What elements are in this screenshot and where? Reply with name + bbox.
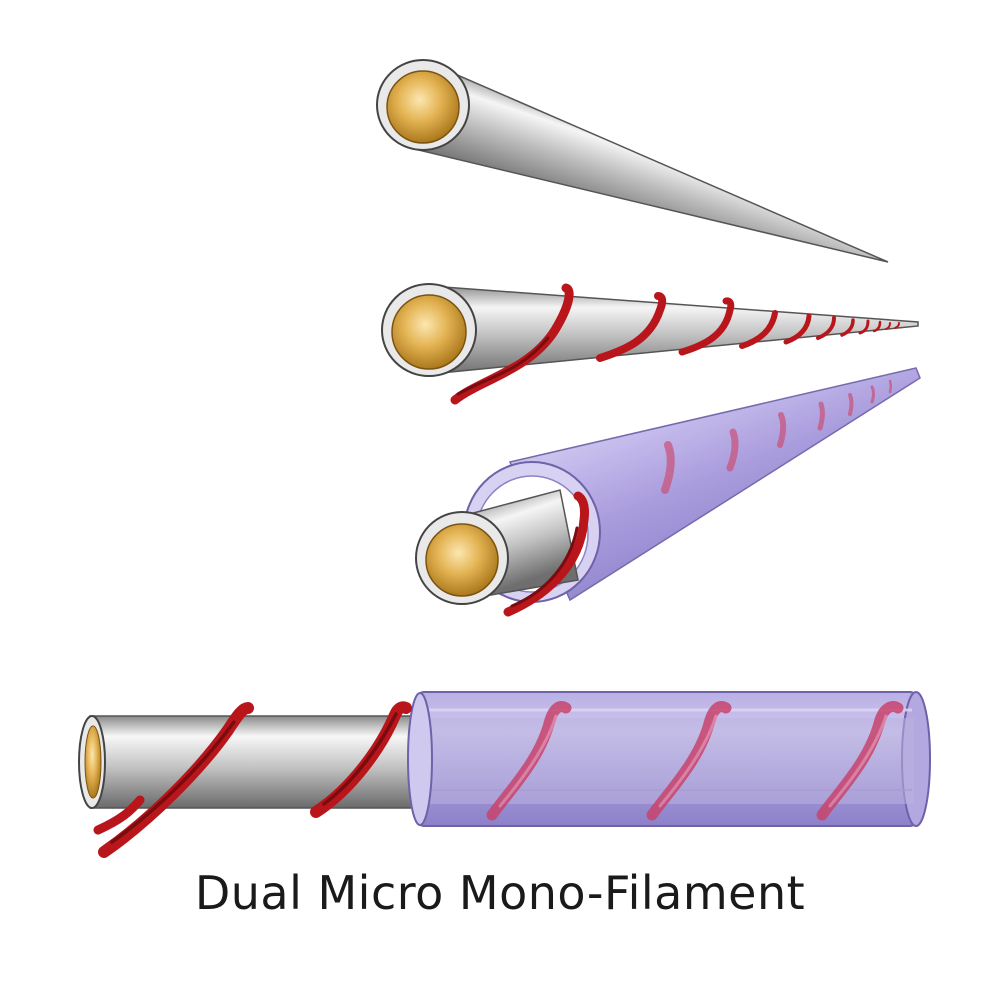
sleeved-filament [415, 367, 921, 617]
sleeve-inner-thread [661, 379, 892, 494]
wrapped-filament-core [391, 294, 467, 370]
cutaway-core-thread [93, 701, 412, 858]
cutaway-sleeve-thread [486, 701, 904, 821]
caption: Dual Micro Mono-Filament [194, 866, 806, 920]
cutaway-sleeve-opening [407, 692, 433, 826]
sleeved-filament-core [425, 523, 499, 597]
bare-filament-core [386, 70, 460, 144]
sleeved-filament-thread [503, 491, 589, 617]
filament-cutaway [78, 691, 931, 858]
cutaway-core-end [84, 725, 102, 799]
wrapped-filament [381, 283, 919, 405]
bare-filament-body [409, 62, 889, 263]
wrapped-filament-thread [450, 283, 900, 405]
wrapped-filament-body [429, 285, 919, 375]
bare-filament [376, 59, 889, 263]
